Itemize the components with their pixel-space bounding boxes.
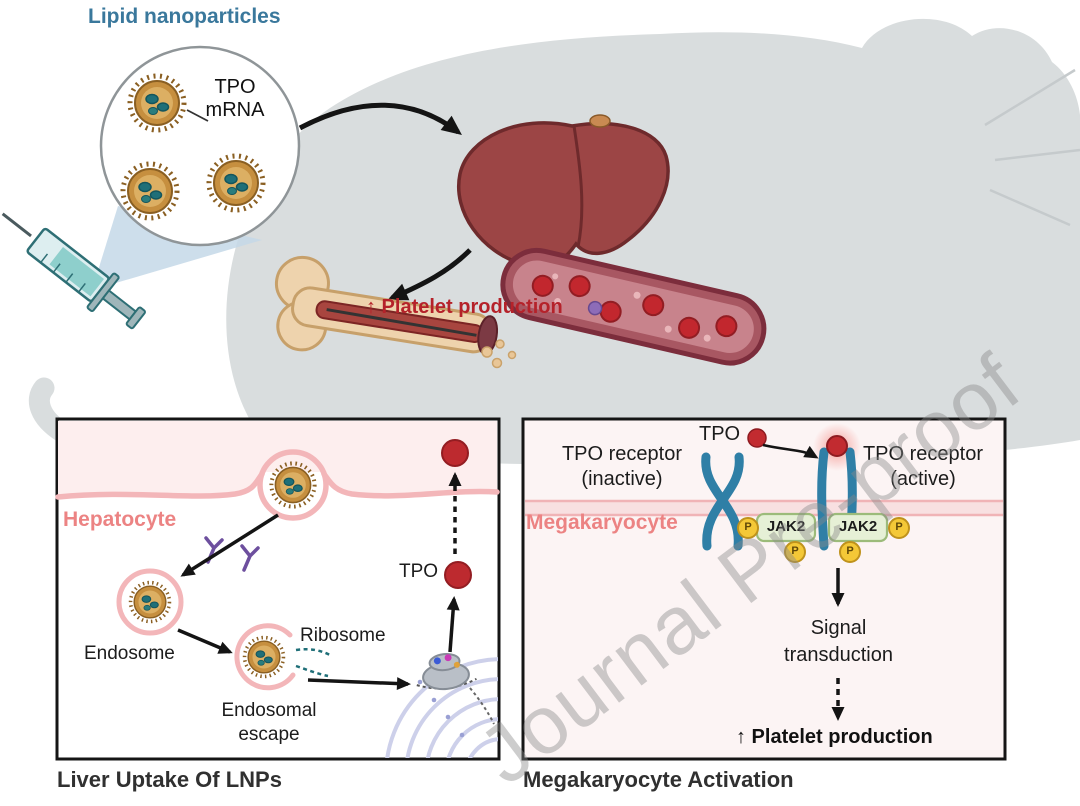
secreted-tpo-molecule — [441, 439, 469, 467]
signal-transduction-label: Signal transduction — [784, 617, 893, 666]
arrow-liver-to-bone — [387, 248, 472, 301]
platelet-production-label: ↑ Platelet production — [366, 296, 563, 318]
escaping-mrna — [295, 647, 331, 657]
er-membrane — [385, 657, 498, 758]
tpo-mrna-line1: TPO — [214, 76, 256, 98]
platelet-production-label-bottom: ↑ Platelet production — [736, 726, 933, 748]
endosome-icon — [116, 568, 184, 636]
left-panel-box — [55, 417, 501, 761]
leukocyte — [587, 300, 603, 316]
platelet-dots — [481, 339, 517, 369]
arrow-tpo-binding — [762, 443, 819, 459]
arrow-escape-to-ribosome — [307, 677, 411, 691]
label-pointer-line — [186, 109, 209, 122]
arrow-lnp-to-liver — [298, 102, 462, 136]
endosome-label: Endosome — [84, 643, 175, 664]
tpo-ligand-dot — [747, 428, 767, 448]
right-panel-box — [521, 417, 1007, 761]
endosomal-escape-icon — [234, 623, 331, 691]
jak2-label-left: JAK2 — [766, 518, 806, 535]
megakaryocyte-label: Megakaryocyte — [526, 511, 678, 534]
liver-icon — [457, 114, 670, 269]
tpo-receptor-active-label: TPO receptor (active) — [862, 443, 984, 490]
arrow-ribosome-to-tpo — [446, 596, 460, 653]
lnp-inset-circle — [99, 45, 301, 247]
hepatocyte-label: Hepatocyte — [63, 508, 177, 531]
red-blood-cells — [531, 274, 738, 339]
endocytosis-vesicle — [257, 449, 329, 521]
jak2-box-right — [827, 512, 889, 543]
cell-membrane — [55, 449, 500, 521]
phospho-label: P — [846, 545, 854, 557]
tpo-mrna-line2: mRNA — [205, 99, 265, 121]
right-panel-caption: Megakaryocyte Activation — [523, 767, 794, 792]
injection-beam — [92, 206, 262, 290]
tpo-label-left: TPO — [399, 561, 439, 582]
jak2-label-right: JAK2 — [838, 518, 878, 535]
tpo-receptor-inactive-label: TPO receptor (inactive) — [561, 443, 683, 490]
mouse-whiskers — [984, 68, 1080, 227]
tpo-mrna-label: TPO mRNA — [193, 76, 277, 122]
left-panel-caption: Liver Uptake Of LNPs — [57, 767, 282, 792]
tpo-label-right: TPO — [699, 423, 741, 445]
bound-tpo-ligand — [826, 435, 848, 457]
tpo-molecule — [444, 561, 472, 589]
lnp-title: Lipid nanoparticles — [88, 5, 281, 28]
syringe-icon — [1, 212, 146, 330]
platelets-in-vessel — [552, 273, 711, 342]
phospho-label: P — [791, 545, 799, 557]
tpo-receptor-inactive-icon — [701, 452, 744, 551]
blood-vessel-icon — [500, 247, 767, 366]
bone-icon — [274, 255, 499, 355]
endosomal-escape-label: Endosomal escape — [221, 700, 317, 745]
ribosome-icon — [416, 652, 477, 691]
phospho-label: P — [895, 521, 903, 533]
megakaryocyte-membrane — [525, 501, 1003, 515]
phospho-circles — [737, 517, 910, 563]
arrow-vesicle-to-endosome — [180, 513, 279, 577]
phospho-label: P — [744, 521, 752, 533]
arrow-endosome-to-escape — [177, 628, 233, 654]
ribosome-label: Ribosome — [300, 625, 386, 646]
